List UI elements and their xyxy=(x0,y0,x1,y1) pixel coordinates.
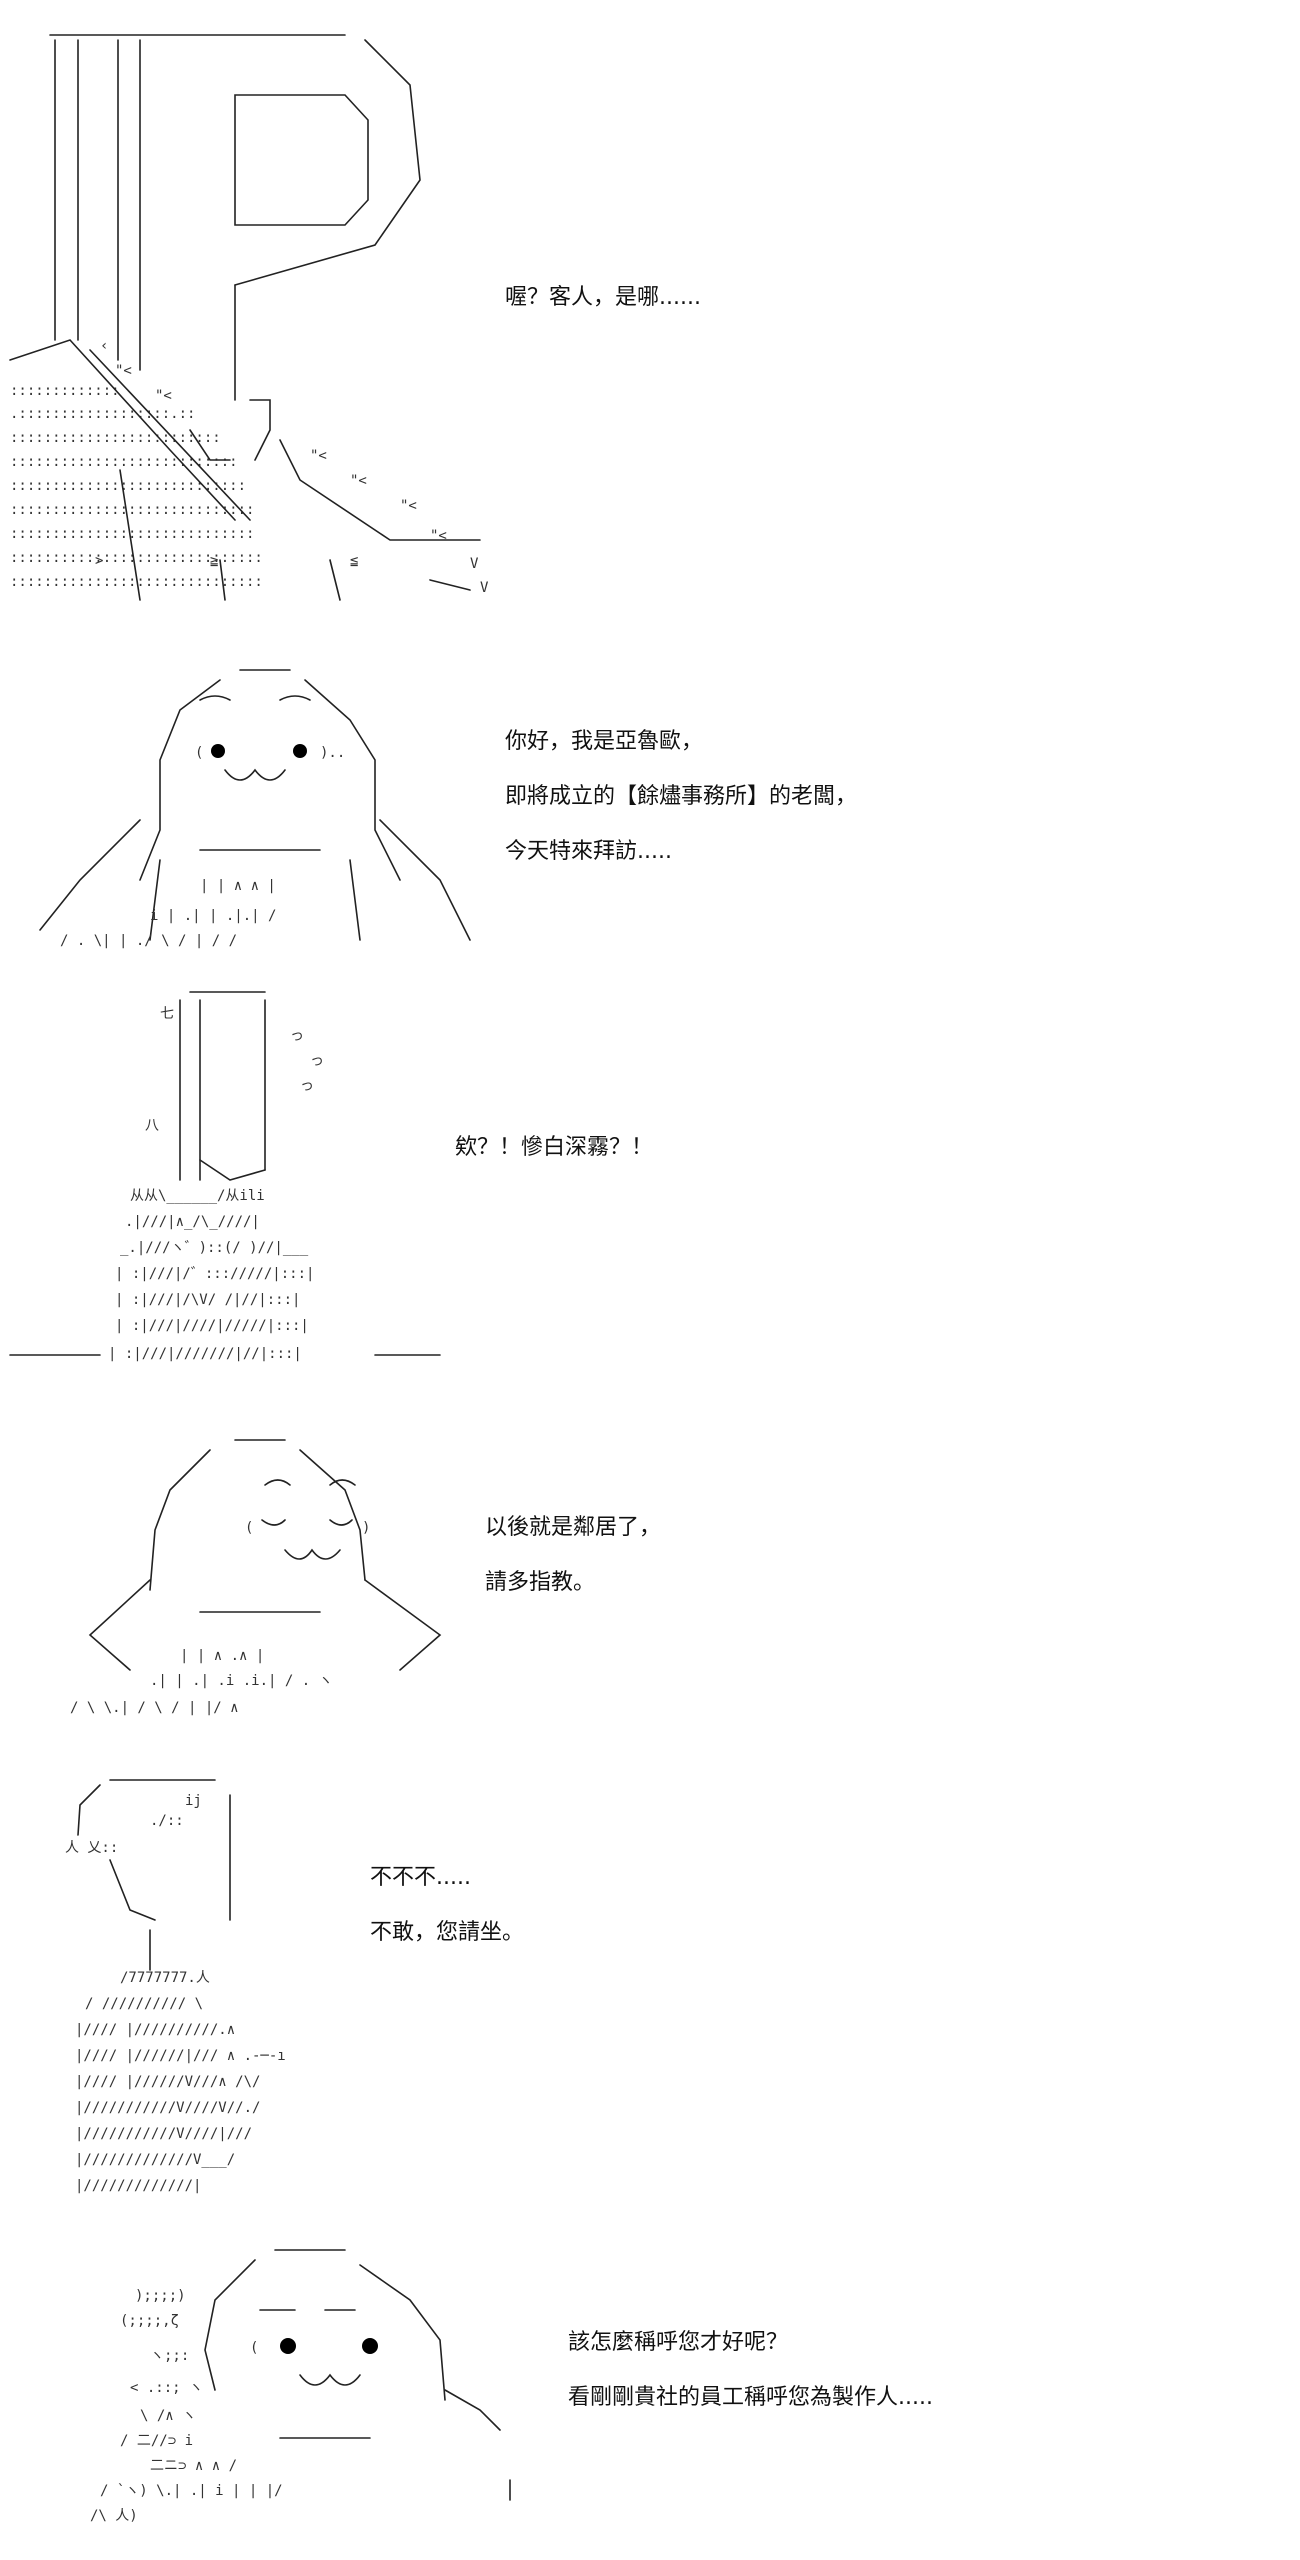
svg-text:::::::::::::::::::::::::::::::: :::::::::::::::::::::::::::::: xyxy=(10,550,263,566)
svg-text:人 乂::: 人 乂:: xyxy=(65,1840,118,1856)
svg-text:≦: ≦ xyxy=(350,553,358,569)
dialog-line: 欸？！慘白深霧？！ xyxy=(455,1135,654,1160)
svg-text::::::::::::::::::::::::::::::: ::::::::::::::::::::::::::::: xyxy=(10,502,254,518)
svg-text:"<: "< xyxy=(430,528,447,544)
svg-text:>: > xyxy=(95,553,103,569)
svg-text:‹: ‹ xyxy=(100,338,108,354)
panel-4: ( ) | | ∧ .∧ | .| | .| .i .i.| / . ヽ / \… xyxy=(0,1420,1300,1740)
svg-text:): ) xyxy=(362,1520,370,1536)
panel-5: ij ./:: 人 乂:: /7777777.人 / ////////// \ … xyxy=(0,1760,1300,2210)
svg-text:\ /∧ ヽ: \ /∧ ヽ xyxy=(140,2408,196,2424)
svg-text:|///////////V////V//./: |///////////V////V//./ xyxy=(75,2100,260,2116)
dialog-1: 喔？客人，是哪...... xyxy=(505,278,701,333)
svg-text:"<: "< xyxy=(400,498,417,514)
svg-text:.::::::::::::::::::.::: .::::::::::::::::::.:: xyxy=(10,406,195,422)
ascii-art-surprised-figure: 七 っ っ っ 八 从从\______/从ili .|///|∧_/\_////… xyxy=(9,991,441,1362)
svg-text:っ: っ xyxy=(290,1028,304,1044)
panel-3: 七 っ っ っ 八 从从\______/从ili .|///|∧_/\_////… xyxy=(0,980,1300,1380)
svg-text:八: 八 xyxy=(145,1118,159,1134)
svg-text:.| | .| .i .i.| / . ヽ: .| | .| .i .i.| / . ヽ xyxy=(150,1673,333,1689)
panel-1: ::::::::::::: .::::::::::::::::::.:: :::… xyxy=(0,0,1300,620)
svg-text:.|///|∧_/\_////|: .|///|∧_/\_////| xyxy=(125,1214,260,1230)
svg-text:)..: ).. xyxy=(320,745,345,761)
svg-text:ij: ij xyxy=(185,1793,202,1809)
svg-text:| :|///|/\V/ /|//|:::|: | :|///|/\V/ /|//|:::| xyxy=(115,1292,300,1308)
dialog-line: 今天特來拜訪..... xyxy=(505,839,672,864)
svg-text:| :|///|///////|//|:::|: | :|///|///////|//|:::| xyxy=(108,1346,302,1362)
svg-text:ヽ;;:: ヽ;;: xyxy=(150,2348,189,2364)
svg-text:i | .| | .|.| /: i | .| | .|.| / xyxy=(150,908,276,924)
svg-text:|//// |//////V///∧ /\/: |//// |//////V///∧ /\/ xyxy=(75,2074,260,2090)
ascii-art-offering-seat: ij ./:: 人 乂:: /7777777.人 / ////////// \ … xyxy=(65,1779,286,2194)
svg-text:(: ( xyxy=(245,1520,253,1536)
svg-text:< .::; ヽ: < .::; ヽ xyxy=(130,2380,203,2396)
svg-text:"<: "< xyxy=(350,473,367,489)
svg-text:(: ( xyxy=(195,745,203,761)
svg-text:/ 二//⊃ i: / 二//⊃ i xyxy=(120,2433,193,2449)
dialog-3: 欸？！慘白深霧？！ xyxy=(455,1128,653,1183)
svg-text::::::::::::::::::::::::::::::: ::::::::::::::::::::::::::::: xyxy=(10,526,254,542)
svg-text:::::::::::::::::::::::::::::: :::::::::::::::::::::::::::: xyxy=(10,478,246,494)
svg-text:| :|///|////|/////|:::|: | :|///|////|/////|:::| xyxy=(115,1318,309,1334)
ascii-art-yaruo-asking: );;;;) (;;;;,ζ ( ヽ;;: < .::; ヽ \ /∧ ヽ / … xyxy=(90,2249,511,2524)
svg-text:/ ////////// \: / ////////// \ xyxy=(85,1996,203,2012)
svg-text:≧: ≧ xyxy=(210,553,218,569)
dialog-2: 你好，我是亞魯歐， 即將成立的【餘燼事務所】的老闆， 今天特來拜訪..... xyxy=(505,722,857,887)
dialog-6: 該怎麼稱呼您才好呢？ 看剛剛貴社的員工稱呼您為製作人..... xyxy=(568,2323,933,2433)
svg-text:/ . \| | ./ \ / | / /: / . \| | ./ \ / | / / xyxy=(60,933,237,949)
svg-text:七: 七 xyxy=(160,1006,174,1022)
svg-text:|//// |//////|/// ∧ .-─‐ı: |//// |//////|/// ∧ .-─‐ı xyxy=(75,2048,286,2064)
svg-text:V: V xyxy=(470,556,479,572)
svg-text:_.|///ヽ゛)::(/ )//|___: _.|///ヽ゛)::(/ )//|___ xyxy=(120,1240,309,1256)
svg-text:|///////////V////|///: |///////////V////|/// xyxy=(75,2126,252,2142)
svg-text:っ: っ xyxy=(300,1078,314,1094)
dialog-4: 以後就是鄰居了， 請多指教。 xyxy=(485,1508,661,1618)
svg-text:| :|///|/゛::://///|:::|: | :|///|/゛::://///|:::| xyxy=(115,1266,314,1282)
svg-text:| | ∧ ∧ |: | | ∧ ∧ | xyxy=(200,878,276,894)
svg-text:(;;;;,ζ: (;;;;,ζ xyxy=(120,2313,179,2329)
svg-text:二ニ⊃ ∧ ∧ /: 二ニ⊃ ∧ ∧ / xyxy=(150,2458,237,2474)
dialog-line: 即將成立的【餘燼事務所】的老闆， xyxy=(505,784,858,809)
svg-text:/7777777.人: /7777777.人 xyxy=(120,1970,210,1986)
dialog-line: 不敢，您請坐。 xyxy=(370,1920,525,1945)
svg-text:/ `ヽ) \.| .| i | | |/: / `ヽ) \.| .| i | | |/ xyxy=(100,2483,283,2499)
panel-2: ( ).. | | ∧ ∧ | i | .| | .|.| / / . \| |… xyxy=(0,650,1300,970)
svg-text:"<: "< xyxy=(115,363,132,379)
svg-text:"<: "< xyxy=(155,388,172,404)
svg-text::::::::::::::::::::::::::: ::::::::::::::::::::::::: xyxy=(10,430,221,446)
dialog-5: 不不不..... 不敢，您請坐。 xyxy=(370,1858,524,1968)
svg-text:从从\______/从ili: 从从\______/从ili xyxy=(130,1188,265,1204)
svg-text:っ: っ xyxy=(310,1053,324,1069)
svg-text:|//// |//////////.∧: |//// |//////////.∧ xyxy=(75,2022,235,2038)
dialog-line: 你好，我是亞魯歐， xyxy=(505,729,704,754)
ascii-art-yaruo-smiling: ( ) | | ∧ .∧ | .| | .| .i .i.| / . ヽ / \… xyxy=(70,1439,442,1716)
svg-text:V: V xyxy=(480,580,489,596)
svg-text:./::: ./:: xyxy=(150,1813,184,1829)
svg-text::::::::::::::::::::::::::::: ::::::::::::::::::::::::::: xyxy=(10,454,238,470)
svg-text:/\ 人): /\ 人) xyxy=(90,2508,138,2524)
dialog-line: 喔？客人，是哪...... xyxy=(505,285,701,310)
svg-text:);;;;): );;;;) xyxy=(135,2288,186,2304)
svg-text:| | ∧ .∧ |: | | ∧ .∧ | xyxy=(180,1648,264,1664)
dialog-line: 該怎麼稱呼您才好呢？ xyxy=(568,2330,789,2355)
svg-text::::::::::::::: ::::::::::::: xyxy=(10,383,120,399)
svg-text:/ \ \.| / \ / | |/ ∧: / \ \.| / \ / | |/ ∧ xyxy=(70,1700,239,1716)
svg-text:|/////////////V___/: |/////////////V___/ xyxy=(75,2152,235,2168)
dialog-line: 不不不..... xyxy=(370,1865,471,1890)
dialog-line: 以後就是鄰居了， xyxy=(485,1515,662,1540)
ascii-art-p-figure: ::::::::::::: .::::::::::::::::::.:: :::… xyxy=(9,34,489,601)
ascii-art-yaruo-greeting: ( ).. | | ∧ ∧ | i | .| | .|.| / / . \| |… xyxy=(39,669,471,949)
svg-text:(: ( xyxy=(250,2340,258,2356)
dialog-line: 看剛剛貴社的員工稱呼您為製作人..... xyxy=(568,2385,933,2410)
svg-text:"<: "< xyxy=(310,448,327,464)
svg-text:|/////////////|: |/////////////| xyxy=(75,2178,201,2194)
panel-6: );;;;) (;;;;,ζ ( ヽ;;: < .::; ヽ \ /∧ ヽ / … xyxy=(0,2230,1300,2560)
dialog-line: 請多指教。 xyxy=(485,1570,596,1595)
